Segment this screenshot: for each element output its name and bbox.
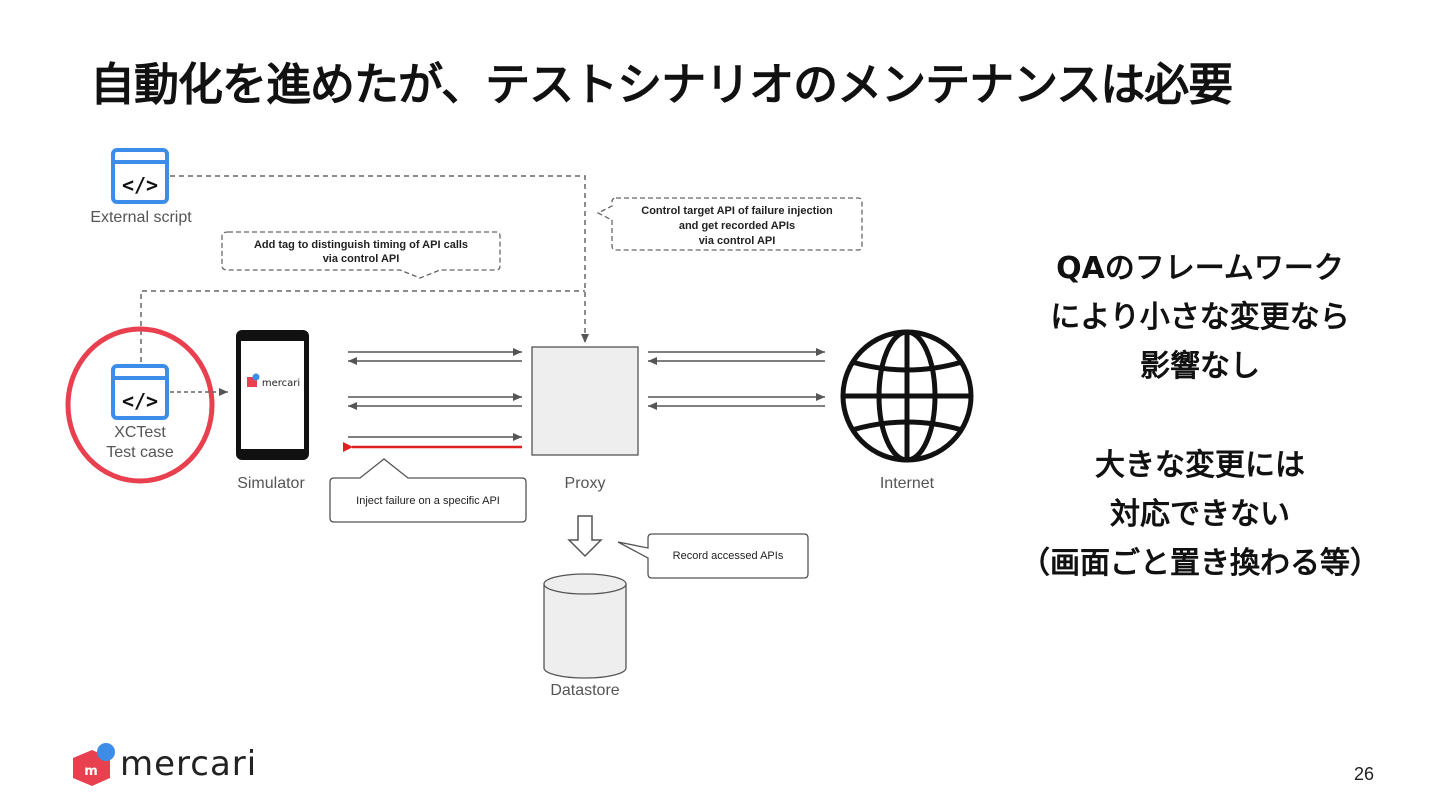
callout-control (596, 197, 863, 251)
proxy-internet-arrows (648, 348, 825, 410)
xctest-icon: </> (111, 364, 169, 420)
datastore-label: Datastore (550, 682, 619, 699)
callout-inject-text: Inject failure on a specific API (356, 495, 500, 507)
simulator-proxy-arrows (348, 348, 522, 441)
mercari-logo-icon: m (73, 743, 115, 786)
callout-add-tag-line1: Add tag to distinguish timing of API cal… (254, 239, 468, 251)
callout-control-line1: Control target API of failure injection (641, 205, 833, 217)
internet-label: Internet (880, 475, 935, 492)
note-line-3: 影響なし (1140, 349, 1260, 384)
xctest-label-line1: XCTest (114, 424, 166, 441)
svg-text:</>: </> (122, 389, 158, 413)
note-line-2: により小さな変更なら (1050, 300, 1350, 335)
callout-control-line2: and get recorded APIs (679, 220, 795, 232)
internet-globe-icon (840, 329, 974, 463)
note-line-1: QAのフレームワーク (1056, 251, 1344, 286)
callout-control-line3: via control API (699, 235, 776, 247)
external-script-icon: </> (111, 148, 169, 204)
proxy-to-datastore-arrow (567, 515, 603, 558)
mercari-logo-text: mercari (120, 744, 258, 784)
xctest-label-line2: Test case (106, 444, 174, 461)
slide-title: 自動化を進めたが、テストシナリオのメンテナンスは必要 (90, 58, 1233, 111)
external-script-label: External script (90, 209, 192, 226)
xctest-highlight-circle (65, 326, 215, 484)
note-line-4: 大きな変更には (1095, 448, 1305, 483)
callout-add-tag-line2: via control API (323, 253, 400, 265)
simulator-app-name: mercari (262, 378, 300, 389)
page-number: 26 (1354, 764, 1375, 784)
callout-record-text: Record accessed APIs (673, 550, 784, 562)
svg-text:</>: </> (122, 173, 158, 197)
datastore-icon (543, 573, 627, 679)
callout-record (617, 533, 809, 579)
callout-inject-failure (329, 458, 527, 523)
simulator-label: Simulator (237, 475, 305, 492)
proxy-label: Proxy (565, 475, 606, 492)
svg-text:m: m (84, 764, 98, 779)
callout-add-tag (221, 231, 501, 279)
note-line-5: 対応できない (1110, 497, 1290, 532)
proxy-box (531, 346, 639, 456)
note-line-6: （画面ごと置き換わる等） (1020, 546, 1380, 581)
simulator-phone-icon (236, 330, 309, 460)
